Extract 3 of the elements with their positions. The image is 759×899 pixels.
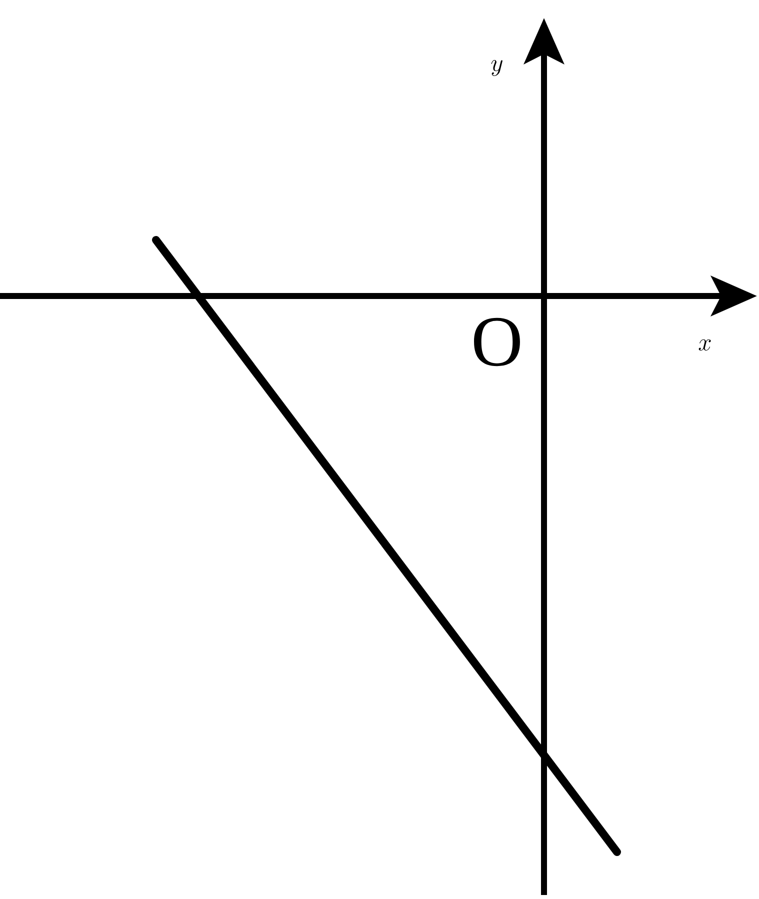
origin-label: O [474, 318, 520, 366]
axis-label: $x$ [698, 339, 711, 351]
axis-label: $y$ [491, 60, 502, 76]
